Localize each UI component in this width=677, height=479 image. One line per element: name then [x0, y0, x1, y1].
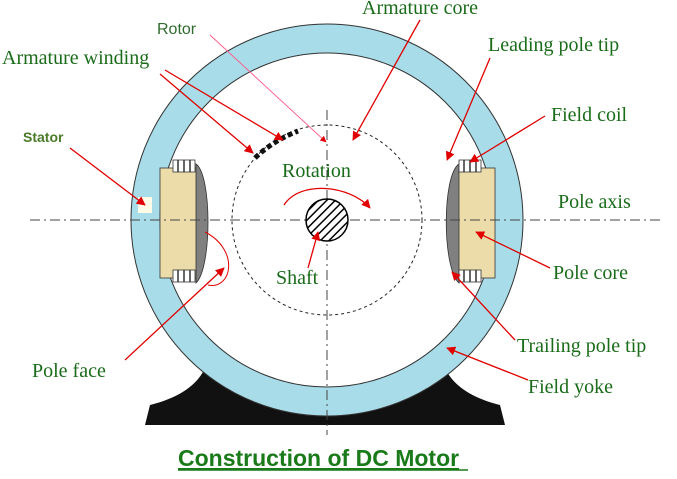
- label-field-yoke: Field yoke: [528, 376, 613, 398]
- label-rotation: Rotation: [282, 160, 351, 182]
- label-armature-core: Armature core: [362, 0, 478, 19]
- label-armature-winding: Armature winding: [2, 47, 149, 69]
- diagram-title: Construction of DC Motor: [178, 445, 459, 471]
- right-pole-core: [456, 167, 496, 279]
- left-pole: [159, 159, 209, 284]
- right-pole: [445, 159, 496, 284]
- label-pole-axis: Pole axis: [558, 191, 631, 213]
- label-shaft: Shaft: [276, 267, 319, 289]
- label-trailing-pole-tip: Trailing pole tip: [517, 335, 646, 357]
- left-pole-core: [159, 167, 199, 279]
- label-leading-pole-tip: Leading pole tip: [488, 34, 619, 56]
- armature-winding: [253, 128, 299, 160]
- label-pole-core: Pole core: [553, 262, 628, 284]
- label-stator: Stator: [23, 129, 64, 145]
- left-pole-shoe: [195, 163, 209, 284]
- pole-face-region: [204, 231, 230, 286]
- shaft: [305, 198, 349, 242]
- label-field-coil: Field coil: [551, 104, 628, 126]
- label-rotor: Rotor: [157, 21, 197, 38]
- label-pole-face: Pole face: [32, 360, 106, 382]
- rotation-arrow: [283, 187, 371, 209]
